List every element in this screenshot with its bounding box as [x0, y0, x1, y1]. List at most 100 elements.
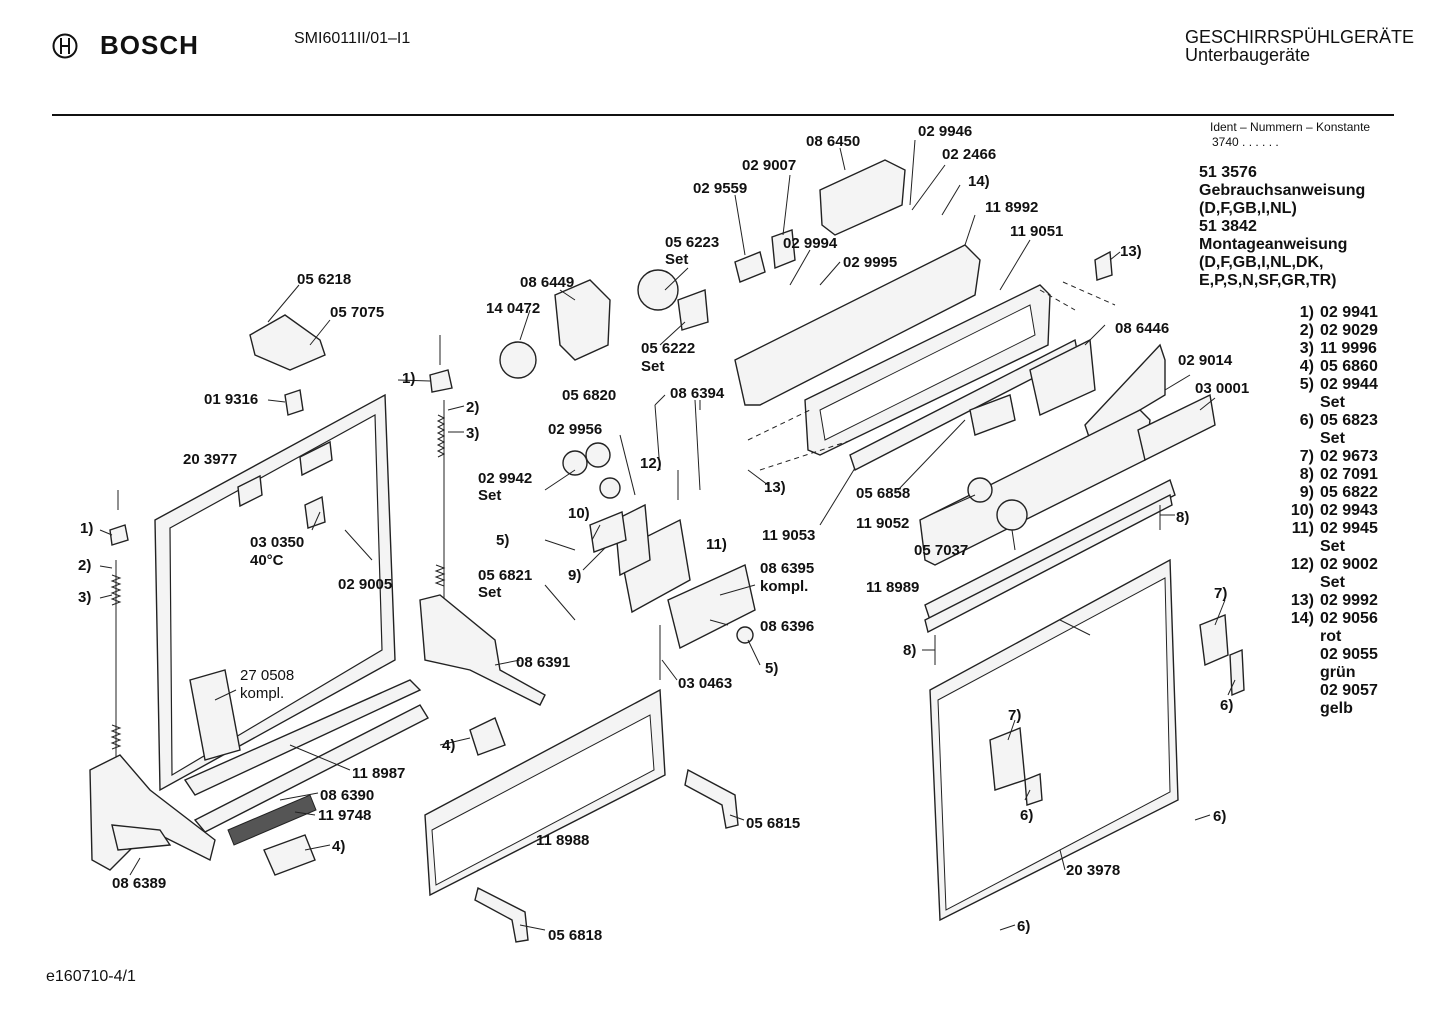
- category-heading: GESCHIRRSPÜHLGERÄTE Unterbaugeräte: [1185, 28, 1414, 64]
- part-label: 8): [903, 642, 916, 659]
- part-label: 02 9014: [1178, 352, 1233, 369]
- legend-index: 14): [1290, 610, 1314, 627]
- part-label: 4): [332, 838, 345, 855]
- legend-code: 02 9992: [1320, 592, 1378, 609]
- legend-item: 2)02 9029: [1280, 322, 1378, 340]
- control-module: [499, 159, 906, 680]
- part-label: 11 8992: [985, 199, 1038, 216]
- part-label: 08 6395: [760, 560, 814, 577]
- legend-note-text: Set: [1320, 538, 1345, 555]
- model-number: SMI6011II/01–I1: [294, 30, 411, 47]
- legend-item: 1)02 9941: [1280, 304, 1378, 322]
- legend-item: 8)02 7091: [1280, 466, 1378, 484]
- part-label: 05 6858: [856, 485, 910, 502]
- legend-index: 4): [1299, 358, 1314, 375]
- legend-item: 9)05 6822: [1280, 484, 1378, 502]
- legend-code: 11 9996: [1320, 340, 1377, 357]
- part-label: 11): [706, 536, 727, 553]
- legend-code: 02 9943: [1320, 502, 1378, 519]
- part-label: 11 8988: [536, 832, 589, 849]
- part-label: 1): [402, 370, 415, 387]
- part-label: 03 0001: [1195, 380, 1249, 397]
- legend-index: 2): [1299, 322, 1314, 339]
- hinge-springs: [110, 335, 446, 760]
- part-label: 6): [1017, 918, 1030, 935]
- legend-item: 10) 02 9943: [1280, 502, 1378, 520]
- part-label: kompl.: [240, 685, 284, 702]
- part-label: 5): [496, 532, 509, 549]
- leader-lines: [99, 139, 1236, 931]
- legend-note: Set: [1280, 394, 1378, 412]
- control-panel-frames: [734, 244, 1216, 566]
- part-label: 08 6390: [320, 787, 374, 804]
- brand-logo: BOSCH: [52, 30, 199, 61]
- front-panel-lower: [424, 688, 666, 897]
- doc-title: Montageanweisung: [1199, 236, 1348, 253]
- part-label: 08 6446: [1115, 320, 1169, 337]
- part-label: kompl.: [760, 578, 808, 595]
- doc-title: Gebrauchsanweisung: [1199, 182, 1366, 199]
- legend-note-text: Set: [1320, 394, 1345, 411]
- part-label: 05 6218: [297, 271, 351, 288]
- legend-code: 05 6822: [1320, 484, 1378, 501]
- part-label: 12): [640, 455, 662, 472]
- drawing-code: e160710-4/1: [46, 968, 136, 985]
- doc-number: 51 3576: [1199, 164, 1257, 181]
- legend-code: 02 9945: [1320, 520, 1378, 537]
- part-label: 11 8989: [866, 579, 919, 596]
- part-label: 02 9005: [338, 576, 392, 593]
- legend-code: 05 6823: [1320, 412, 1378, 429]
- outer-door-panel: [929, 505, 1245, 922]
- ident-label: Ident – Nummern – Konstante: [1210, 120, 1371, 134]
- legend-code: 05 6860: [1320, 358, 1378, 375]
- hinge-bracket-left: [89, 754, 216, 871]
- ident-block: Ident – Nummern – Konstante 3740 . . . .…: [1210, 120, 1370, 150]
- category-line-2: Unterbaugeräte: [1184, 45, 1311, 65]
- ident-value: 3740 . . . . . .: [1212, 135, 1279, 149]
- doc-languages: (D,F,GB,I,NL,DK,: [1199, 254, 1324, 271]
- part-label: 11 9748: [318, 807, 371, 824]
- legend-note-text: rot: [1320, 628, 1342, 645]
- legend-item: 5)02 9944: [1280, 376, 1378, 394]
- part-label: 3): [466, 425, 479, 442]
- part-label: 14 0472: [486, 300, 540, 317]
- part-label: 02 9942: [478, 470, 532, 487]
- bosch-armature-icon: [52, 33, 78, 58]
- document-list: 51 3576 Gebrauchsanweisung (D,F,GB,I,NL)…: [1199, 164, 1365, 290]
- legend-variant: grün: [1280, 664, 1378, 682]
- legend-index: 1): [1299, 304, 1314, 321]
- part-label: 05 6222: [641, 340, 695, 357]
- part-label: Set: [641, 358, 664, 375]
- legend-index: 3): [1299, 340, 1314, 357]
- door-clips: [109, 314, 453, 546]
- legend-variant-code: 02 9057: [1320, 682, 1378, 699]
- part-label: 05 6818: [548, 927, 602, 944]
- part-label: 6): [1020, 807, 1033, 824]
- legend-index: 7): [1299, 448, 1314, 465]
- legend-item: 7)02 9673: [1280, 448, 1378, 466]
- part-label: 11 9052: [856, 515, 909, 532]
- part-label: 08 6449: [520, 274, 574, 291]
- legend-note: Set: [1280, 430, 1378, 448]
- legend-index: 12): [1290, 556, 1314, 573]
- legend-note: Set: [1280, 574, 1378, 592]
- part-label: 7): [1214, 585, 1227, 602]
- legend-variant-color: grün: [1320, 664, 1356, 681]
- legend-item: 11)02 9945: [1280, 520, 1378, 538]
- part-label: 7): [1008, 707, 1021, 724]
- part-label: 02 9007: [742, 157, 796, 174]
- part-label: 05 7075: [330, 304, 384, 321]
- part-label: 20 3978: [1066, 862, 1120, 879]
- part-label: 05 6821: [478, 567, 532, 584]
- brand-name: BOSCH: [100, 30, 199, 60]
- part-label: 08 6391: [516, 654, 570, 671]
- part-label: 6): [1213, 808, 1226, 825]
- legend-variant: 02 9057: [1280, 682, 1378, 700]
- legend-index: 10): [1290, 502, 1314, 519]
- legend-item: 6)05 6823: [1280, 412, 1378, 430]
- part-label: 02 2466: [942, 146, 996, 163]
- doc-number: 51 3842: [1199, 218, 1257, 235]
- legend-code: 02 9002: [1320, 556, 1378, 573]
